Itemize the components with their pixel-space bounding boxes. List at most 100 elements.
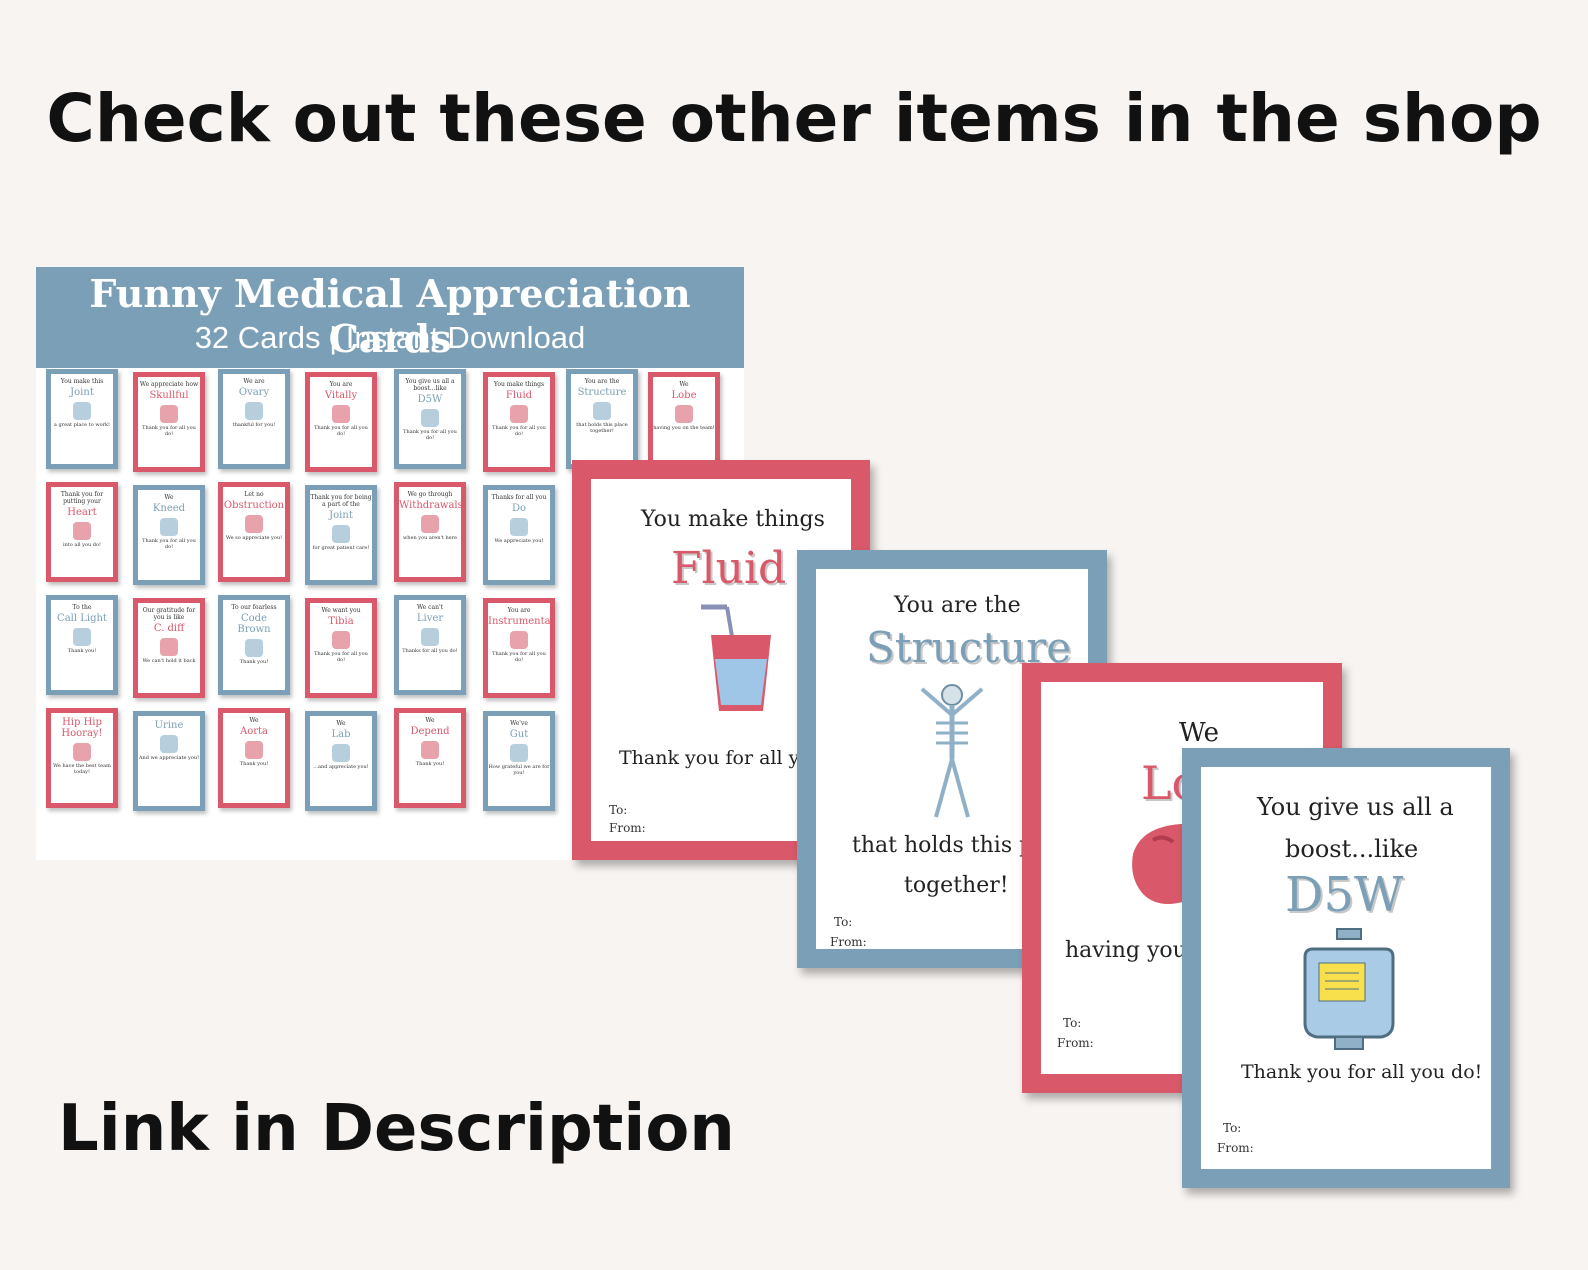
- mini-card-illustration-icon: [245, 639, 263, 657]
- mini-card-bottom-text: We can't hold it back: [142, 658, 196, 664]
- skeleton-icon: [920, 684, 984, 818]
- mini-card-illustration-icon: [160, 518, 178, 536]
- mini-card-keyword: Lab: [331, 729, 351, 740]
- mini-card-illustration-icon: [510, 518, 528, 536]
- mini-card-bottom-text: Thank you for all you do!: [492, 651, 546, 663]
- mini-card-bottom-text: Thank you!: [67, 648, 97, 654]
- card-lobe-to: To:: [1063, 1016, 1082, 1030]
- product-mockup[interactable]: Funny Medical Appreciation Cards 32 Card…: [36, 267, 744, 860]
- mini-card-illustration-icon: [245, 741, 263, 759]
- mini-card-illustration-icon: [160, 405, 178, 423]
- mini-card-keyword: Aorta: [239, 726, 268, 737]
- card-d5w: You give us all a boost...like D5W Thank…: [1182, 748, 1510, 1188]
- mini-card-top-text: You give us all a boost...like: [405, 378, 455, 392]
- mini-card-keyword: Heart: [67, 507, 97, 518]
- mini-card-keyword: Depend: [410, 726, 450, 737]
- mini-card-illustration-icon: [510, 744, 528, 762]
- mini-card-illustration-icon: [421, 741, 439, 759]
- mini-card-top-text: We want you: [321, 607, 361, 614]
- mini-card-keyword: Joint: [329, 510, 353, 521]
- mini-card-illustration-icon: [332, 631, 350, 649]
- mini-card-keyword: Kneed: [152, 503, 186, 514]
- mini-card-bottom-text: Thank you for all you do!: [142, 538, 196, 550]
- mini-card-keyword: C. diff: [153, 623, 185, 634]
- card-d5w-key: D5W: [1285, 867, 1404, 923]
- mini-card-bottom-text: Thank you for all you do!: [314, 651, 368, 663]
- card-d5w-line2: boost...like: [1285, 835, 1419, 863]
- mini-card-bottom-text: We have the best team today!: [53, 763, 111, 775]
- mini-card-top-text: You are: [329, 381, 353, 388]
- mini-card-bottom-text: Thank you for all you do!: [142, 425, 196, 437]
- mini-card-illustration-icon: [421, 409, 439, 427]
- card-d5w-from: From:: [1217, 1141, 1254, 1155]
- mini-card-illustration-icon: [73, 628, 91, 646]
- mini-card-top-text: We: [679, 381, 689, 388]
- mini-card-bottom-text: that holds this place together!: [576, 422, 628, 434]
- mini-card-illustration-icon: [73, 522, 91, 540]
- mini-card-bottom-text: Thank you for all you do!: [492, 425, 546, 437]
- card-fluid-to: To:: [609, 803, 628, 817]
- mini-card-keyword: Instrumental: [488, 616, 554, 627]
- mini-card-illustration-icon: [510, 631, 528, 649]
- mini-card-top-text: Let no: [244, 491, 264, 498]
- mini-card-keyword: Skullful: [149, 390, 189, 401]
- mini-card-keyword: Vitally: [324, 390, 358, 401]
- card-fluid-line2: Thank you for all you d: [619, 747, 842, 769]
- card-lobe-from: From:: [1057, 1036, 1094, 1050]
- mini-card-keyword: Code Brown: [237, 613, 271, 635]
- mini-card-illustration-icon: [593, 402, 611, 420]
- mini-card-bottom-text: into all you do!: [62, 542, 102, 548]
- card-d5w-to: To:: [1223, 1121, 1242, 1135]
- card-d5w-line1: You give us all a: [1257, 793, 1454, 821]
- mini-card-keyword: Do: [511, 503, 527, 514]
- mini-card-illustration-icon: [160, 638, 178, 656]
- card-lobe-line1: We: [1179, 718, 1219, 748]
- mini-card-illustration-icon: [160, 735, 178, 753]
- mini-card-keyword: Liver: [416, 613, 444, 624]
- mini-card-top-text: We: [336, 720, 346, 727]
- mini-card-keyword: Tibia: [328, 616, 354, 627]
- card-structure-line1: You are the: [894, 593, 1021, 618]
- footer-link-text: Link in Description: [58, 1092, 735, 1166]
- mini-card-illustration-icon: [73, 402, 91, 420]
- mini-card-top-text: We: [164, 494, 174, 501]
- mini-card-top-text: To our fearless: [231, 604, 277, 611]
- mini-card-illustration-icon: [421, 515, 439, 533]
- mini-card-illustration-icon: [245, 515, 263, 533]
- mini-card-illustration-icon: [332, 525, 350, 543]
- mini-card-bottom-text: having you on the team!: [653, 425, 715, 431]
- mini-card-keyword: D5W: [417, 394, 443, 405]
- iv-bag-icon: [1303, 928, 1395, 1050]
- card-structure-from: From:: [830, 935, 867, 949]
- mini-card-illustration-icon: [245, 402, 263, 420]
- headline: Check out these other items in the shop: [46, 80, 1542, 157]
- mini-card-illustration-icon: [675, 405, 693, 423]
- mini-card-bottom-text: for great patient care!: [312, 545, 370, 551]
- mini-card-top-text: We: [425, 717, 435, 724]
- card-fluid-from: From:: [609, 821, 646, 835]
- card-d5w-line3: Thank you for all you do!: [1241, 1061, 1483, 1083]
- mini-card-keyword: Obstruction: [223, 500, 285, 511]
- mini-card-bottom-text: How grateful we are for you!: [488, 764, 550, 776]
- mini-card-bottom-text: Thanks for all you do!: [402, 648, 458, 654]
- mini-card-top-text: You are: [507, 607, 531, 614]
- mini-card-bottom-text: We so appreciate you!: [225, 535, 283, 541]
- mini-card-top-text: Thank you for putting your: [60, 491, 104, 505]
- mini-card-top-text: Thank you for being a part of the: [310, 494, 372, 508]
- product-title: Funny Medical Appreciation Cards: [89, 271, 691, 361]
- mini-card-keyword: Structure: [577, 387, 627, 398]
